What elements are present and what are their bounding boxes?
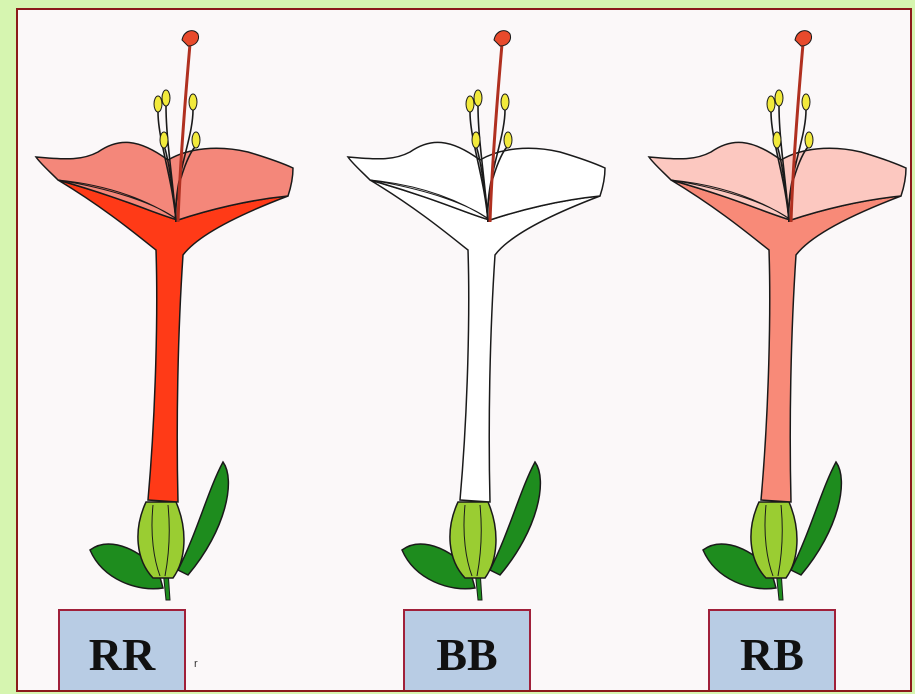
genotype-text: RB <box>740 628 804 681</box>
diagram-panel: RR r BB RB <box>16 8 912 692</box>
anther <box>162 90 170 106</box>
stigma <box>182 31 199 46</box>
flower-rr <box>18 10 318 610</box>
anther <box>160 132 168 148</box>
anther <box>504 132 512 148</box>
anther <box>501 94 509 110</box>
stigma <box>494 31 511 46</box>
genotype-text: BB <box>436 628 497 681</box>
anther <box>189 94 197 110</box>
leaf <box>791 462 841 575</box>
flower-bb <box>330 10 630 610</box>
anther <box>802 94 810 110</box>
calyx <box>450 502 496 578</box>
calyx <box>751 502 797 578</box>
anther <box>192 132 200 148</box>
genotype-label-bb: BB <box>403 609 531 692</box>
corolla-tube <box>58 180 288 502</box>
anther <box>767 96 775 112</box>
leaf <box>490 462 540 575</box>
anther <box>775 90 783 106</box>
anther <box>466 96 474 112</box>
anther <box>773 132 781 148</box>
genotype-label-rb: RB <box>708 609 836 692</box>
anther <box>474 90 482 106</box>
anther <box>805 132 813 148</box>
anther <box>472 132 480 148</box>
anther <box>154 96 162 112</box>
genotype-text: RR <box>89 628 155 681</box>
genotype-label-rr: RR <box>58 609 186 692</box>
corolla-tube <box>370 180 600 502</box>
calyx <box>138 502 184 578</box>
stigma <box>795 31 812 46</box>
leaf <box>178 462 228 575</box>
corolla-tube <box>671 180 901 502</box>
flower-rb <box>631 10 912 610</box>
stray-mark: r <box>194 658 198 670</box>
